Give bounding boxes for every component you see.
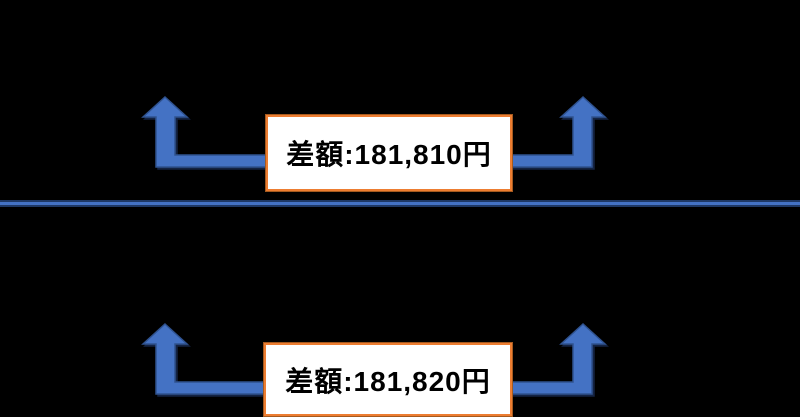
difference-label-box-bottom: 差額:181,820円 [263,342,513,417]
difference-amount-text-top: 差額:181,810円 [286,139,492,170]
divider-line [0,200,800,207]
difference-label-box-top: 差額:181,810円 [265,114,513,192]
difference-amount-text-bottom: 差額:181,820円 [285,365,491,397]
